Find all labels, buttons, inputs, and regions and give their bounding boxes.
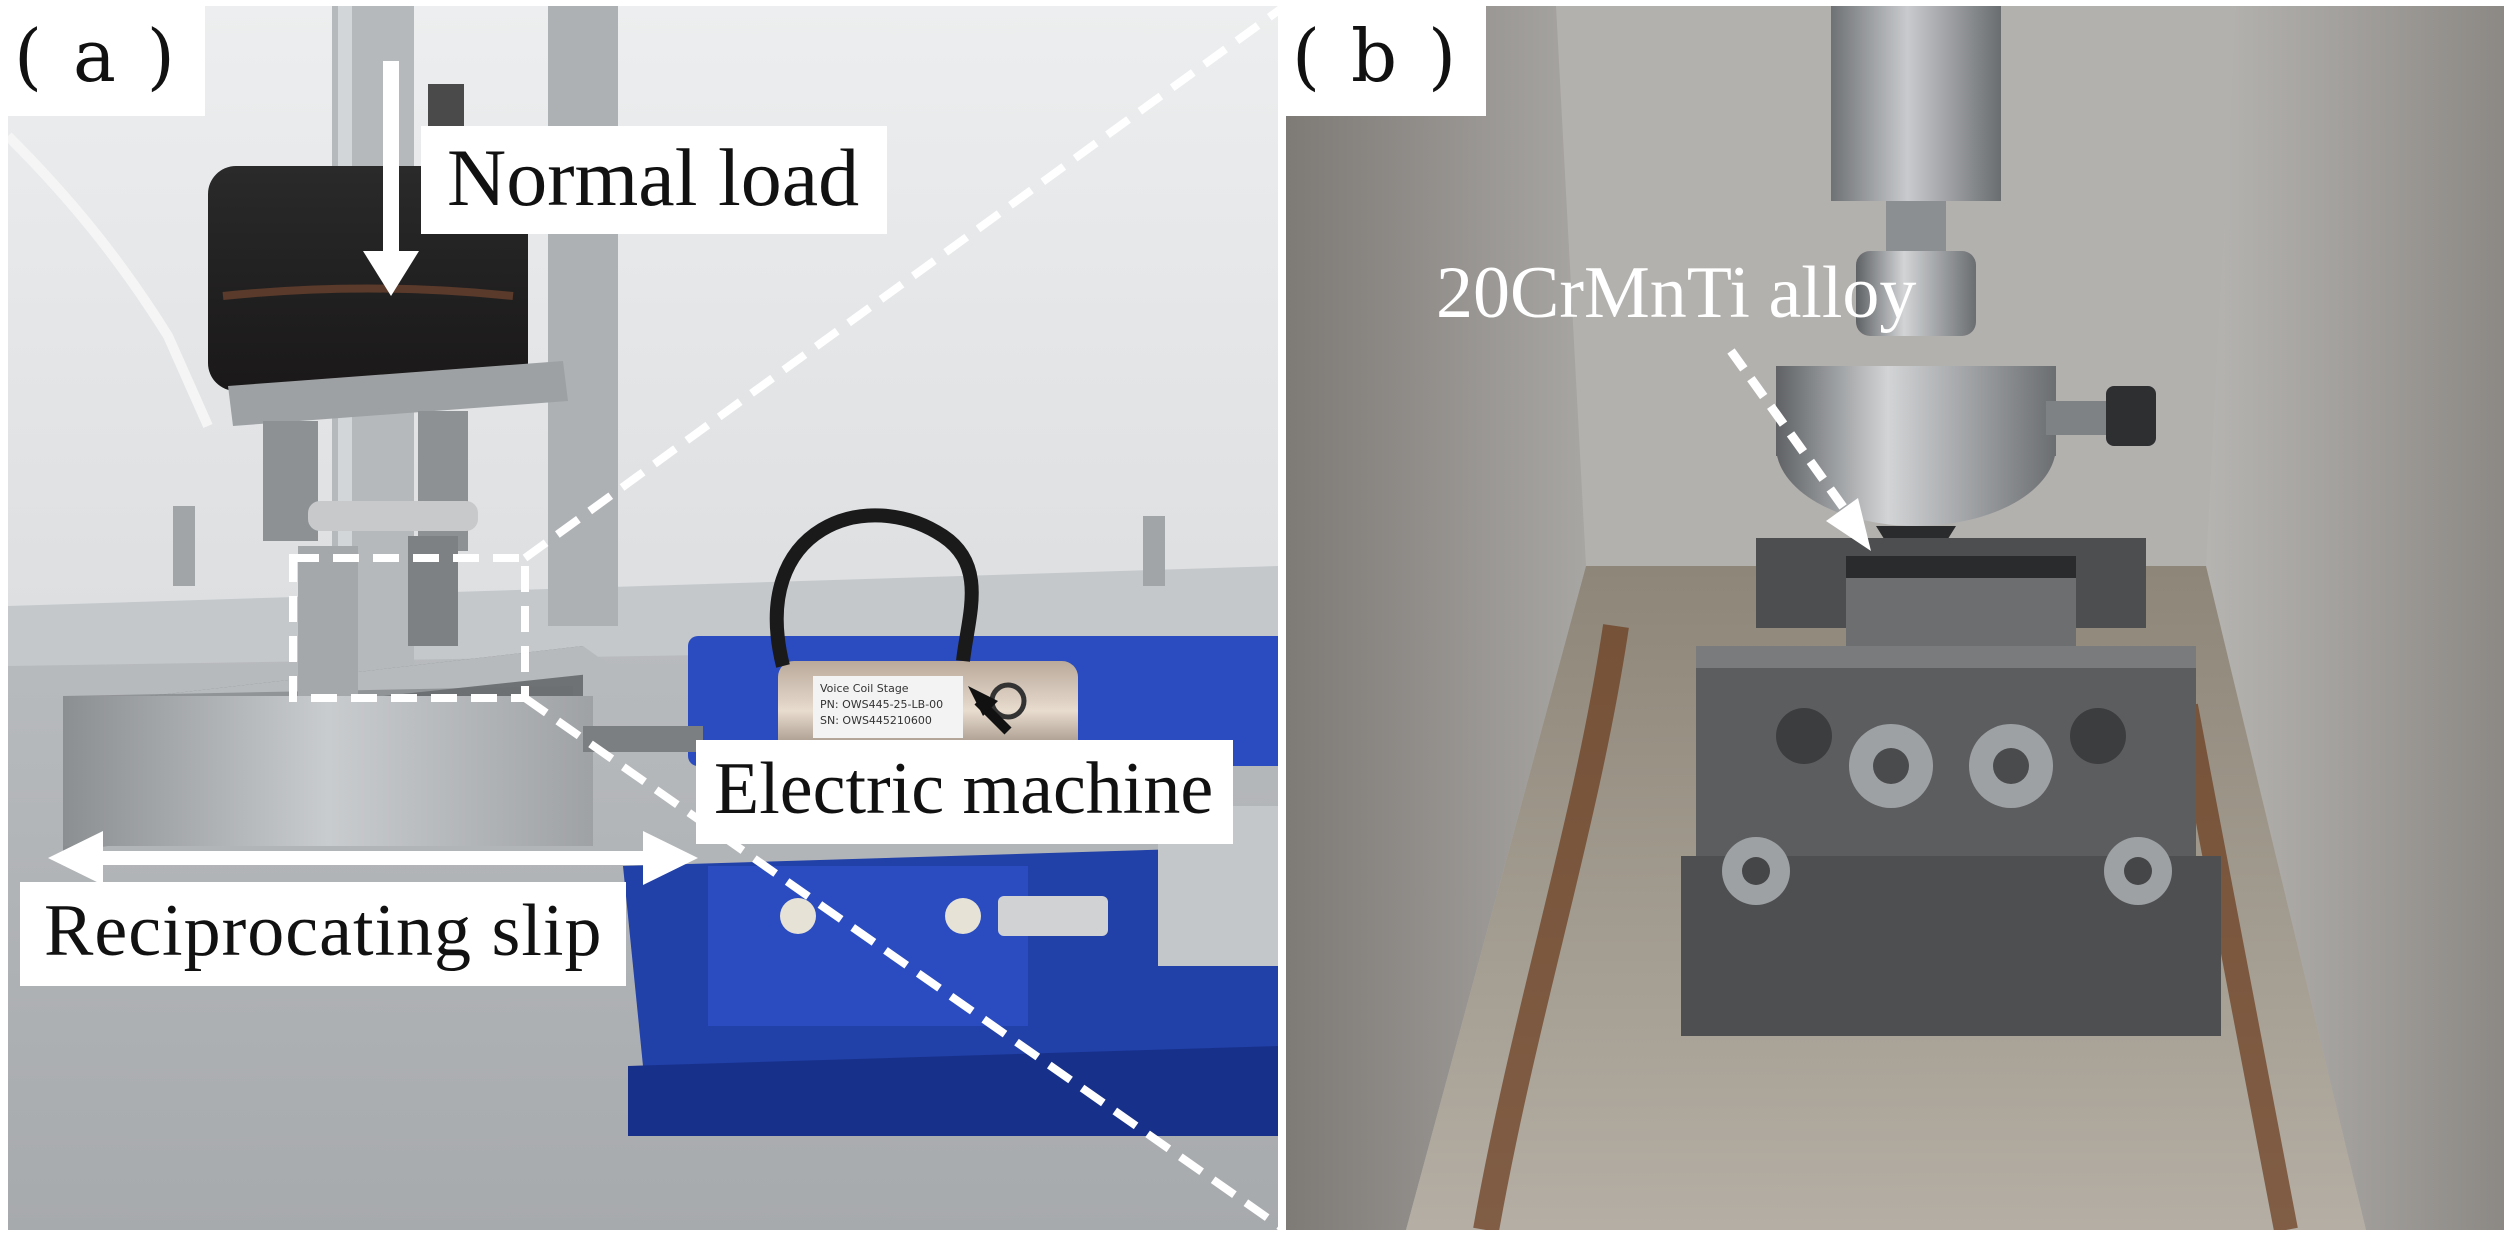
reciprocating-slip-label: Reciprocating slip xyxy=(20,882,627,986)
rear-column xyxy=(548,6,618,626)
clamp-hole-left xyxy=(1776,708,1832,764)
weight-texture xyxy=(222,284,514,300)
loading-plate xyxy=(228,361,568,426)
load-arrow-head xyxy=(363,251,419,296)
alloy-label: 20CrMnTi alloy xyxy=(1436,252,1917,334)
clamp-screw-left-socket xyxy=(1873,748,1909,784)
pin-holder xyxy=(408,536,458,646)
rust-stain-right xyxy=(2174,703,2298,1230)
clamp-hole-right xyxy=(2070,708,2126,764)
tank-right-wall xyxy=(2206,6,2504,1230)
panel-b-photo: ( b ) 20CrMnTi alloy xyxy=(1286,6,2504,1230)
specimen-top-surface xyxy=(1846,556,2076,578)
panel-a-label: ( a ) xyxy=(8,6,205,116)
connecting-rod xyxy=(583,726,703,752)
panel-b-scene xyxy=(1286,6,2504,1230)
clamp-screw-right-socket xyxy=(1993,748,2029,784)
roller-2 xyxy=(945,898,981,934)
panel-b-label: ( b ) xyxy=(1286,6,1487,116)
alloy-arrow-head xyxy=(1826,498,1871,551)
tank-left-wall xyxy=(1286,6,1586,1230)
clamp-top xyxy=(1696,646,2196,668)
zoom-region-box xyxy=(289,554,529,702)
sticker-line-1: Voice Coil Stage xyxy=(820,682,909,695)
pin-collar-body xyxy=(1776,366,2056,456)
normal-load-label: Normal load xyxy=(421,126,888,234)
sticker-line-3: SN: OWS445210600 xyxy=(820,714,932,727)
slider-rail xyxy=(998,896,1108,936)
hex-nut xyxy=(1856,251,1976,336)
sticker-line-2: PN: OWS445-25-LB-00 xyxy=(820,698,943,711)
slip-arrow-left-head xyxy=(48,831,103,885)
electric-machine-label: Electric machine xyxy=(696,740,1234,844)
top-pin xyxy=(428,84,464,134)
wall-cable xyxy=(8,132,213,429)
post-right xyxy=(1143,516,1165,586)
clamp-block xyxy=(1696,646,2196,861)
roller-1 xyxy=(780,898,816,934)
tank-front xyxy=(63,696,593,846)
base-screw-left-socket xyxy=(1742,857,1770,885)
panel-a-photo: Voice Coil Stage PN: OWS445-25-LB-00 SN:… xyxy=(8,6,1278,1230)
tank-back-wall xyxy=(298,546,358,696)
base-screw-right-socket xyxy=(2124,857,2152,885)
sensor-bar xyxy=(308,501,478,531)
loading-rod xyxy=(1831,6,2001,201)
side-screw-head xyxy=(2106,386,2156,446)
post-left xyxy=(173,506,195,586)
blue-slider xyxy=(708,866,1028,1026)
rust-stain-left xyxy=(1473,624,1629,1230)
